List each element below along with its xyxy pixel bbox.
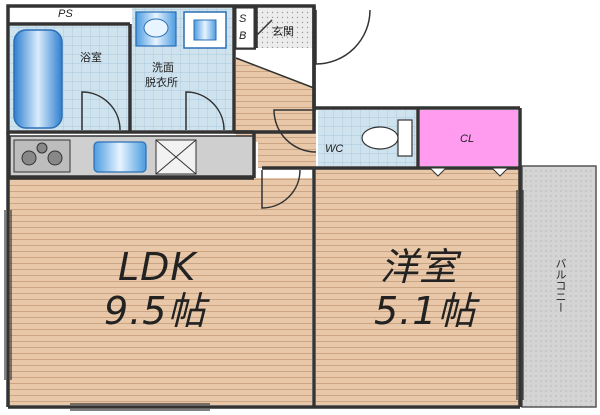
western-room-floor [316,168,520,405]
basin-bowl-icon [143,18,169,38]
washing-machine-pan [183,11,227,49]
balcony-area [521,165,597,408]
closet-door-mark [428,167,448,177]
closet-door-mark [490,167,510,177]
burner-top-icon [36,142,48,154]
burner-right-icon [47,150,63,166]
shoe-box [235,7,255,49]
washing-machine-drain [193,19,217,41]
entrance-label: 玄関 [272,25,294,38]
windows [4,190,524,411]
washroom-label-line2: 脱衣所 [145,76,178,89]
ps-area [10,8,128,22]
kitchen-sink [93,141,147,173]
sb-label-s: S [239,13,247,25]
fridge-cross [155,139,197,175]
toilet-tank [397,119,413,157]
washroom-label-line1: 洗面 [152,61,174,74]
entrance-floor [256,8,314,48]
washroom-floor [132,52,232,130]
wc-label: WC [325,143,344,155]
western-room-size-label: 5.1帖 [374,289,477,333]
closet-label: CL [460,133,475,145]
balcony-label: バルコニー [554,258,567,313]
hallway-floor [236,58,316,168]
door-swings [81,9,371,209]
western-room-name-label: 洋室 [380,245,459,289]
sb-label-b: B [239,30,247,42]
ps-label: PS [58,8,73,20]
walls [6,4,522,409]
bathtub [13,29,63,129]
closet-fill [420,110,518,166]
ldk-floor [8,178,312,405]
toilet-bowl [361,126,399,150]
burner-left-icon [21,150,37,166]
ldk-size-label: 9.5帖 [104,289,207,333]
hallway-edge [235,57,315,89]
bath-label: 浴室 [80,51,102,64]
ldk-name-label: LDK [118,245,197,289]
